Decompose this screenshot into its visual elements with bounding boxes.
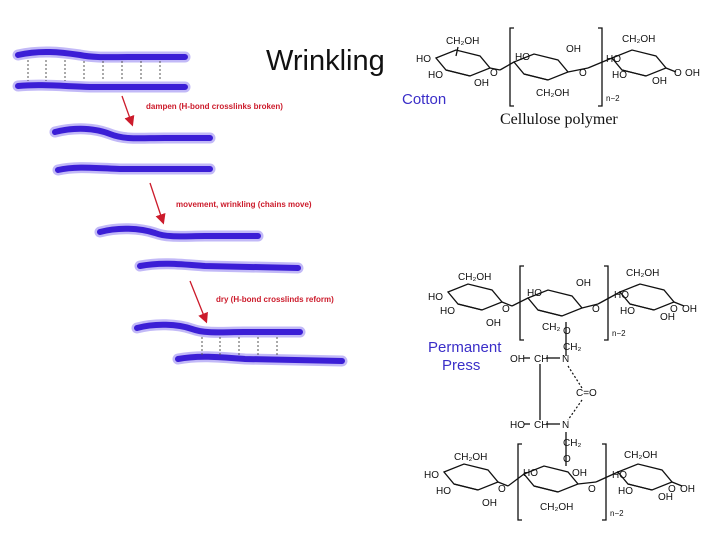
svg-text:CH₂OH: CH₂OH	[446, 36, 479, 47]
svg-text:O: O	[498, 484, 506, 495]
page-title: Wrinkling	[266, 45, 385, 77]
svg-text:O: O	[579, 68, 587, 79]
svg-text:CH₂OH: CH₂OH	[536, 88, 569, 99]
svg-text:O: O	[563, 454, 571, 465]
svg-text:HO: HO	[612, 70, 627, 81]
svg-text:n−2: n−2	[606, 94, 620, 103]
svg-text:OH: OH	[486, 318, 501, 329]
svg-text:OH: OH	[474, 78, 489, 89]
svg-text:n−2: n−2	[610, 509, 624, 518]
svg-text:O: O	[592, 304, 600, 315]
svg-text:OH: OH	[680, 484, 695, 495]
chain-stage-4	[131, 319, 348, 367]
svg-text:O: O	[668, 484, 676, 495]
svg-text:HO: HO	[523, 468, 538, 479]
step-arrow	[121, 95, 135, 127]
cellulose-structure: CH₂OH HO HO OH O HO OH O CH₂OH CH₂OH HO …	[416, 27, 700, 107]
svg-text:HO: HO	[440, 306, 455, 317]
polymer-chain	[15, 82, 188, 90]
svg-text:C=O: C=O	[576, 388, 597, 399]
svg-text:n−2: n−2	[612, 329, 626, 338]
svg-text:CH₂OH: CH₂OH	[624, 450, 657, 461]
svg-text:O: O	[563, 326, 571, 337]
svg-text:CH: CH	[534, 420, 548, 431]
polymer-chain	[137, 260, 301, 271]
svg-text:CH₂OH: CH₂OH	[540, 502, 573, 513]
polymer-chain	[55, 164, 213, 173]
step-arrow	[189, 280, 208, 324]
svg-text:O: O	[670, 304, 678, 315]
svg-text:CH: CH	[534, 354, 548, 365]
svg-text:N: N	[562, 354, 569, 365]
svg-text:HO: HO	[620, 306, 635, 317]
svg-text:O: O	[674, 68, 682, 79]
svg-text:CH₂: CH₂	[542, 322, 560, 333]
cellulose-caption: Cellulose polymer	[500, 111, 618, 128]
svg-text:HO: HO	[618, 486, 633, 497]
permanent-press-label: Permanent	[428, 339, 502, 356]
polymer-chain	[52, 125, 213, 142]
svg-text:OH: OH	[652, 76, 667, 87]
svg-text:O: O	[502, 304, 510, 315]
svg-text:CH₂: CH₂	[563, 438, 581, 449]
hydrogen-bond-crosslinks	[201, 337, 278, 355]
step-label-dampen: dampen (H-bond crosslinks broken)	[146, 102, 283, 111]
polymer-chain	[97, 225, 261, 240]
svg-text:HO: HO	[612, 470, 627, 481]
permanent-press-label-line2: Press	[442, 357, 480, 374]
svg-text:OH: OH	[660, 312, 675, 323]
svg-text:HO: HO	[436, 486, 451, 497]
svg-text:OH: OH	[576, 278, 591, 289]
svg-text:HO: HO	[424, 470, 439, 481]
svg-text:HO: HO	[510, 420, 525, 431]
step-arrow	[149, 182, 166, 225]
polymer-chain	[134, 321, 303, 336]
polymer-chain	[175, 353, 345, 364]
svg-text:O: O	[490, 68, 498, 79]
chain-stage-2	[49, 123, 216, 176]
svg-text:OH: OH	[566, 44, 581, 55]
svg-text:HO: HO	[416, 54, 431, 65]
svg-text:OH: OH	[482, 498, 497, 509]
step-label-dry: dry (H-bond crosslinds reform)	[216, 295, 334, 304]
svg-text:CH₂: CH₂	[563, 342, 581, 353]
svg-text:OH: OH	[685, 68, 700, 79]
svg-text:HO: HO	[428, 292, 443, 303]
hydrogen-bond-crosslinks	[27, 60, 161, 81]
permanent-press-structure: CH₂OH HO HO OH O HO OH O CH₂ CH₂OH HO HO…	[424, 265, 697, 521]
svg-text:CH₂OH: CH₂OH	[626, 268, 659, 279]
svg-text:HO: HO	[606, 54, 621, 65]
svg-text:HO: HO	[614, 290, 629, 301]
svg-text:OH: OH	[510, 354, 525, 365]
svg-text:HO: HO	[515, 52, 530, 63]
svg-text:OH: OH	[572, 468, 587, 479]
svg-text:OH: OH	[658, 492, 673, 503]
polymer-chain	[15, 49, 188, 61]
step-label-movement: movement, wrinkling (chains move)	[176, 200, 312, 209]
chain-stage-3	[94, 223, 304, 274]
svg-text:CH₂OH: CH₂OH	[622, 34, 655, 45]
svg-text:HO: HO	[428, 70, 443, 81]
svg-text:O: O	[588, 484, 596, 495]
svg-text:CH₂OH: CH₂OH	[458, 272, 491, 283]
svg-text:CH₂OH: CH₂OH	[454, 452, 487, 463]
chain-stage-1	[12, 46, 191, 93]
cotton-label: Cotton	[402, 91, 446, 108]
svg-text:HO: HO	[527, 288, 542, 299]
svg-text:N: N	[562, 420, 569, 431]
svg-text:OH: OH	[682, 304, 697, 315]
